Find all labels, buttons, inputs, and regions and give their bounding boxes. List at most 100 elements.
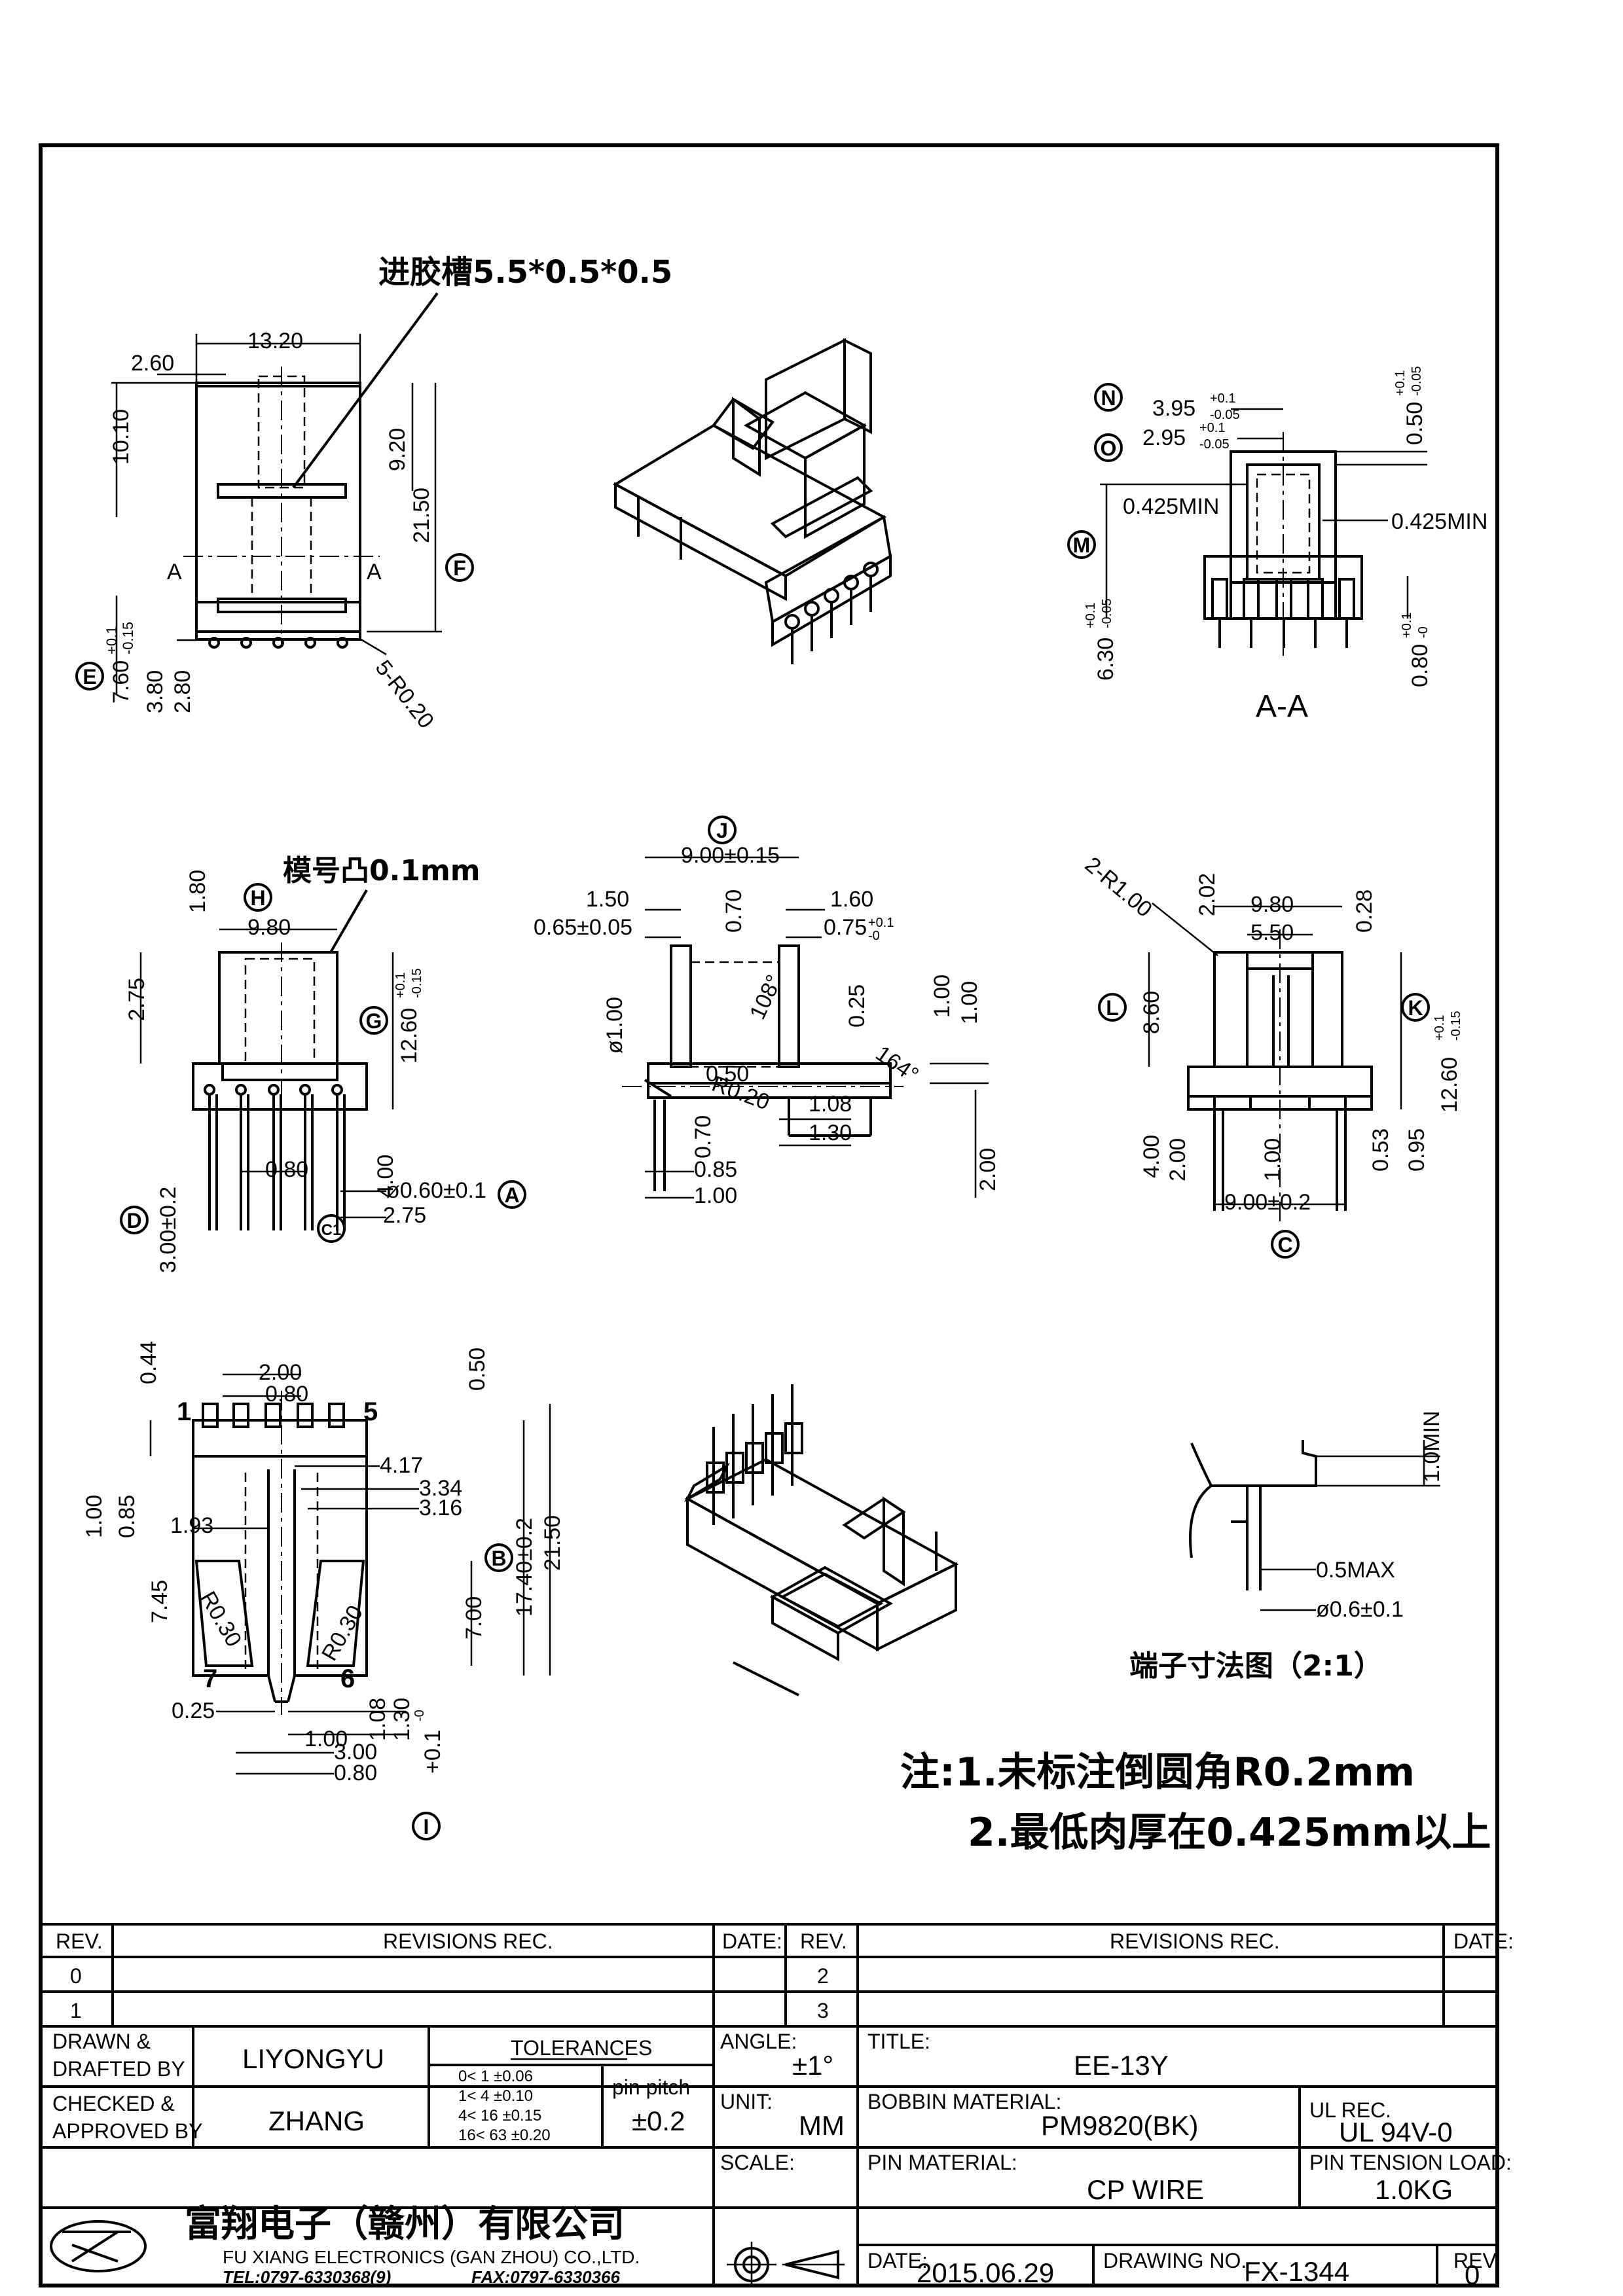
title-block: REV. REVISIONS REC. DATE: REV. REVISIONS…	[41, 1923, 1514, 2290]
svg-text:-0.05: -0.05	[1210, 408, 1240, 422]
svg-text:A: A	[167, 560, 182, 584]
svg-text:H: H	[250, 886, 265, 910]
svg-text:9.80: 9.80	[1250, 892, 1294, 917]
svg-text:6: 6	[340, 1664, 355, 1693]
svg-text:0.65±0.05: 0.65±0.05	[534, 915, 632, 940]
svg-text:6.30: 6.30	[1093, 637, 1118, 681]
balloon-c: C	[1271, 1230, 1300, 1259]
balloon-o: O	[1094, 433, 1123, 462]
svg-text:10.10: 10.10	[109, 409, 134, 465]
svg-text:DRAFTED BY: DRAFTED BY	[52, 2057, 185, 2081]
company-tel: TEL:0797-6330368(9)	[223, 2267, 391, 2287]
svg-text:ø0.60±0.1: ø0.60±0.1	[386, 1178, 486, 1203]
svg-text:C1: C1	[321, 1221, 342, 1239]
svg-text:UNIT:: UNIT:	[720, 2090, 773, 2113]
svg-text:3: 3	[817, 1999, 829, 2022]
svg-text:1.00: 1.00	[930, 975, 955, 1018]
svg-text:5: 5	[363, 1397, 378, 1426]
svg-text:+0.1: +0.1	[420, 1730, 445, 1774]
svg-text:3.34: 3.34	[419, 1476, 462, 1501]
svg-text:±1°: ±1°	[792, 2050, 833, 2081]
svg-text:B: B	[491, 1547, 506, 1570]
svg-text:9.00±0.2: 9.00±0.2	[1224, 1190, 1311, 1215]
balloon-i: I	[412, 1812, 441, 1840]
svg-text:3.95: 3.95	[1152, 396, 1195, 421]
svg-text:+0.1: +0.1	[1199, 421, 1225, 435]
svg-text:1.93: 1.93	[170, 1513, 213, 1538]
svg-text:2.00: 2.00	[259, 1360, 302, 1385]
svg-text:2.75: 2.75	[383, 1203, 426, 1228]
svg-text:0.80: 0.80	[265, 1382, 308, 1407]
svg-text:-0: -0	[412, 1710, 427, 1721]
svg-text:MM: MM	[799, 2110, 845, 2141]
svg-text:REV.: REV.	[1453, 2249, 1501, 2272]
balloon-e: E	[75, 662, 104, 691]
svg-text:UL 94V-0: UL 94V-0	[1339, 2117, 1453, 2147]
company-fax: FAX:0797-6330366	[471, 2267, 620, 2287]
svg-text:2.00: 2.00	[976, 1148, 1000, 1191]
svg-text:0.50: 0.50	[465, 1348, 490, 1391]
svg-text:DATE:: DATE:	[722, 1929, 782, 1953]
svg-text:A: A	[367, 560, 382, 584]
note-2: 2.最低肉厚在0.425mm以上	[968, 1810, 1491, 1856]
svg-text:0.85: 0.85	[115, 1495, 139, 1538]
svg-text:CP WIRE: CP WIRE	[1087, 2174, 1204, 2205]
svg-text:-0.05: -0.05	[1100, 598, 1114, 628]
svg-text:2.95: 2.95	[1142, 425, 1186, 450]
svg-text:CHECKED &: CHECKED &	[52, 2092, 175, 2115]
svg-text:0.425MIN: 0.425MIN	[1123, 494, 1219, 519]
svg-text:0.80: 0.80	[265, 1157, 308, 1182]
svg-text:DRAWING NO.: DRAWING NO.	[1103, 2249, 1247, 2272]
svg-text:ANGLE:: ANGLE:	[720, 2030, 797, 2053]
svg-text:0.25: 0.25	[845, 984, 869, 1028]
svg-text:G: G	[366, 1009, 382, 1033]
svg-text:4.00: 4.00	[1139, 1135, 1164, 1178]
svg-text:0.70: 0.70	[691, 1115, 716, 1158]
svg-text:0.44: 0.44	[136, 1341, 161, 1384]
section-label: A-A	[1256, 689, 1308, 724]
svg-text:pin pitch: pin pitch	[612, 2075, 690, 2099]
svg-text:108°: 108°	[745, 971, 787, 1024]
svg-text:16< 63 ±0.20: 16< 63 ±0.20	[458, 2126, 551, 2144]
svg-text:7: 7	[203, 1664, 217, 1693]
svg-text:0.80: 0.80	[334, 1761, 377, 1785]
svg-text:7.60: 7.60	[109, 660, 134, 704]
svg-text:0< 1 ±0.06: 0< 1 ±0.06	[458, 2068, 533, 2085]
svg-text:7.45: 7.45	[147, 1580, 172, 1623]
note-1: 注:1.未标注倒圆角R0.2mm	[900, 1749, 1415, 1795]
svg-text:21.50: 21.50	[540, 1515, 565, 1571]
svg-text:7.00: 7.00	[462, 1596, 486, 1640]
svg-text:LIYONGYU: LIYONGYU	[242, 2043, 384, 2074]
svg-text:REVISIONS REC.: REVISIONS REC.	[1110, 1929, 1280, 1953]
gate-note: 进胶槽5.5*0.5*0.5	[378, 254, 672, 291]
callout-balloons: N O M E F H G D A C1 J L K C B I	[75, 383, 1430, 1840]
balloon-b: B	[484, 1543, 513, 1572]
svg-text:+0.1: +0.1	[393, 973, 408, 998]
svg-text:DRAWN &: DRAWN &	[52, 2030, 151, 2053]
svg-text:1: 1	[177, 1397, 191, 1426]
svg-text:DATE:: DATE:	[1453, 1929, 1514, 1953]
svg-text:L: L	[1106, 996, 1119, 1020]
svg-text:R0.30: R0.30	[317, 1601, 368, 1665]
svg-text:C: C	[1277, 1233, 1292, 1257]
svg-text:0.425MIN: 0.425MIN	[1391, 509, 1487, 534]
svg-text:TOLERANCES: TOLERANCES	[511, 2036, 652, 2060]
svg-text:A: A	[504, 1183, 519, 1207]
balloon-c1: C1	[317, 1214, 346, 1243]
front-view: 9.80 1.80 2.75 12.60 +0.1 -0.15 4.00 0.8…	[124, 870, 486, 1273]
svg-text:0.70: 0.70	[721, 889, 746, 933]
svg-text:DATE:: DATE:	[867, 2249, 928, 2272]
svg-text:-0.15: -0.15	[410, 968, 424, 998]
svg-text:1.60: 1.60	[830, 887, 873, 912]
svg-text:J: J	[716, 819, 728, 842]
section-view: 3.95 +0.1 -0.05 2.95 +0.1 -0.05 0.50 +0.…	[1084, 366, 1487, 724]
svg-text:17.40±0.2: 17.40±0.2	[512, 1518, 537, 1617]
svg-text:0: 0	[70, 1964, 82, 1988]
svg-text:0.5MAX: 0.5MAX	[1316, 1558, 1395, 1583]
svg-text:PM9820(BK): PM9820(BK)	[1041, 2110, 1198, 2141]
balloon-m: M	[1067, 530, 1096, 559]
balloon-k: K	[1401, 993, 1430, 1022]
balloon-f: F	[445, 553, 474, 582]
svg-text:EE-13Y: EE-13Y	[1074, 2050, 1169, 2081]
